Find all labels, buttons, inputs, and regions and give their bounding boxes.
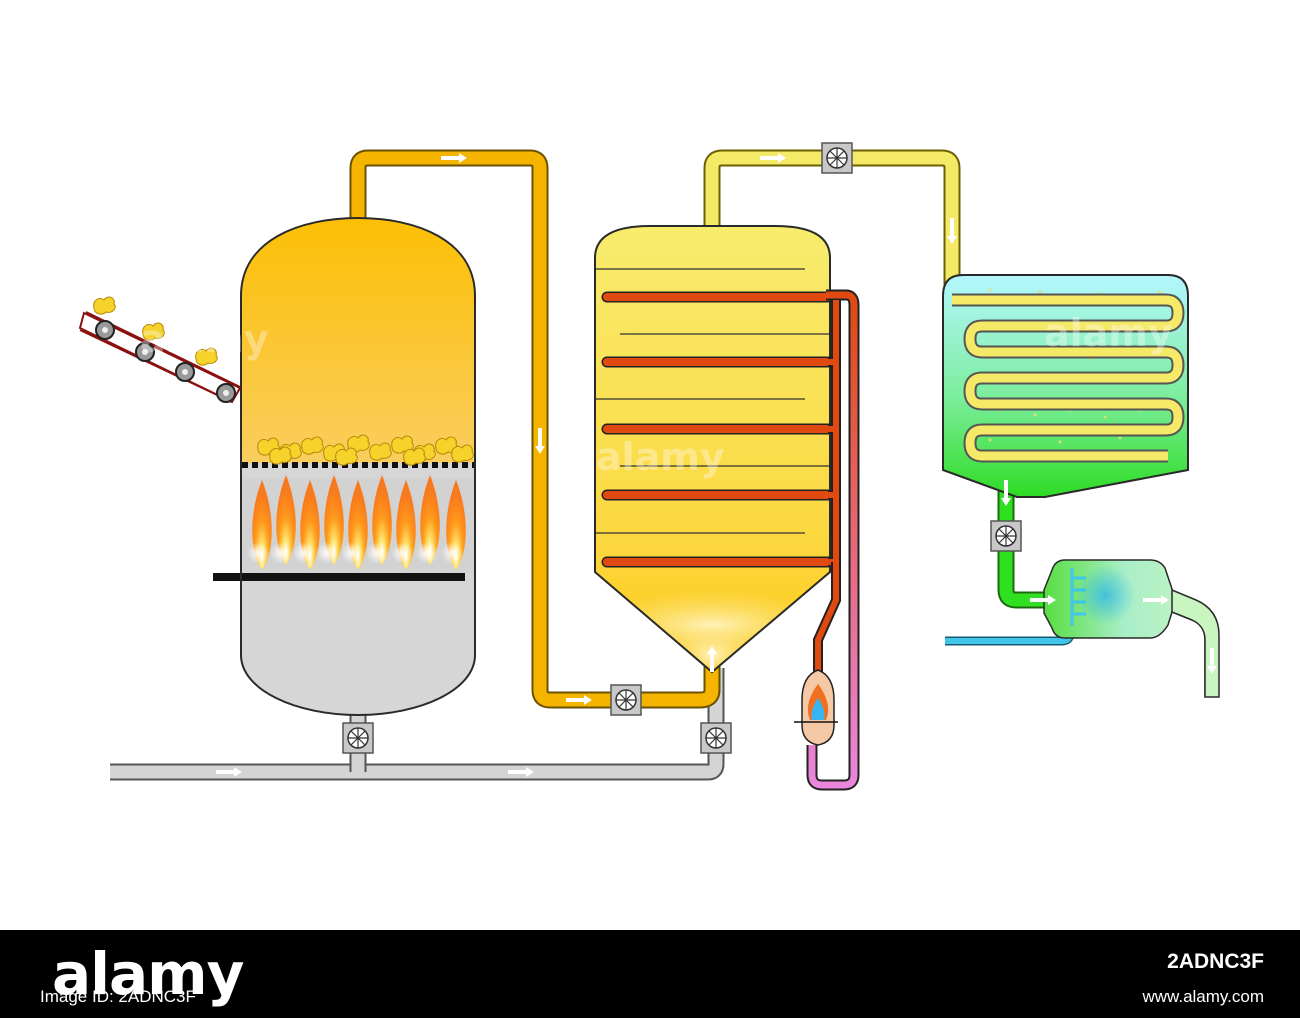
heater-loop: [806, 289, 860, 791]
scrubber: [1043, 559, 1220, 698]
gasification-process-diagram: alamy alamy alamy: [78, 142, 1220, 791]
heater-furnace: [794, 669, 838, 746]
watermark-text: alamy: [1044, 311, 1173, 355]
conveyor-belt-icon: [95, 320, 236, 403]
fan-valve-icon: [342, 722, 374, 754]
image-id: Image ID: 2ADNC3F: [40, 987, 196, 1006]
fan-valve-icon: [990, 520, 1022, 552]
fan-valve-icon: [700, 722, 732, 754]
burner-bar: [213, 573, 465, 581]
feed-conveyor: [78, 296, 242, 404]
condensate-pipe: [997, 470, 1052, 609]
heating-coils: [601, 291, 834, 568]
watermark: alamy alamy alamy: [140, 311, 1173, 479]
watermark-text: alamy: [140, 317, 269, 361]
watermark-text: alamy: [596, 435, 725, 479]
brand-logo: alamy: [52, 940, 244, 1008]
reactor-trays: [596, 268, 829, 534]
stock-id: 2ADNC3F: [1167, 950, 1264, 973]
fan-valve-icon: [610, 684, 642, 716]
combustion-flames: [247, 475, 466, 570]
footer-banner: [0, 930, 1300, 1018]
fan-valve-icon: [821, 142, 853, 174]
condenser: [942, 274, 1189, 498]
footer-url[interactable]: www.alamy.com: [1142, 987, 1264, 1006]
gasifier-vessel: [213, 216, 476, 717]
